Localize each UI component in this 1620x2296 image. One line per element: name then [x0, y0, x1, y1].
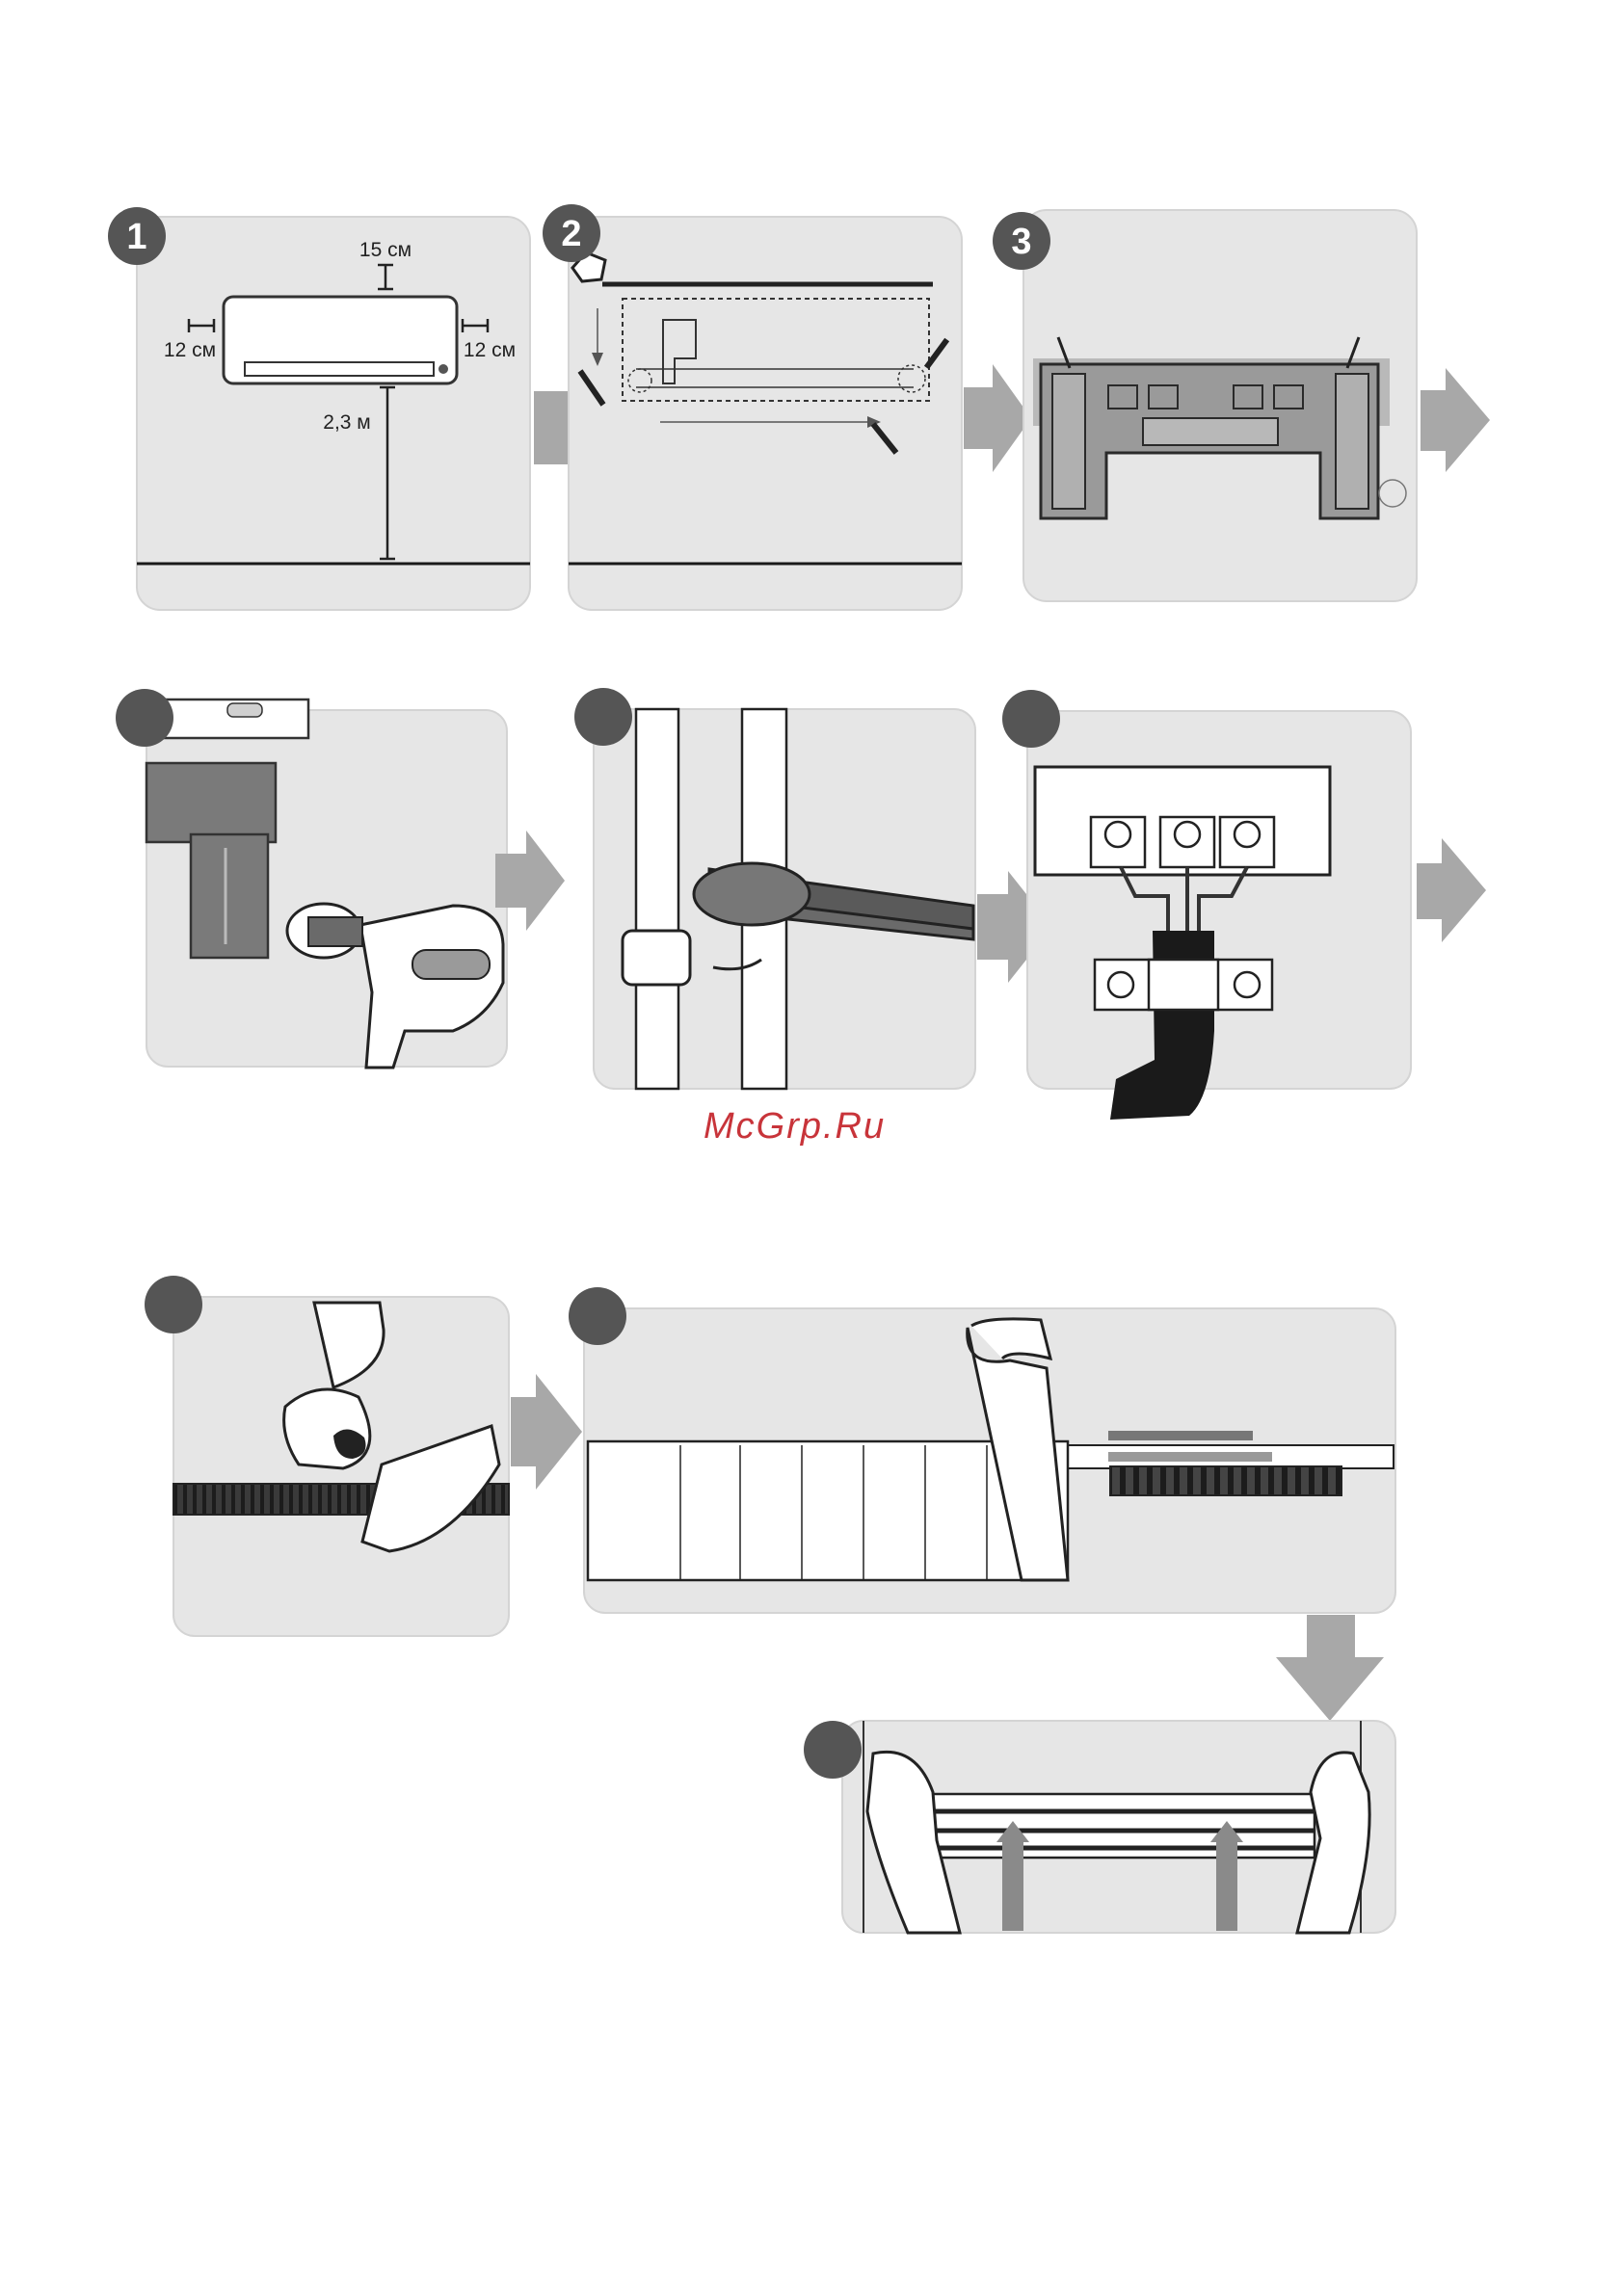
arrow-step-7-to-8	[511, 1374, 582, 1490]
step-badge-8	[569, 1287, 626, 1345]
step-badge-1: 1	[108, 207, 166, 265]
arrow-step-6-to-7	[1417, 838, 1486, 942]
step-badge-6	[1002, 690, 1060, 748]
panel-step-7	[173, 1297, 509, 1636]
panel-step-8	[584, 1308, 1395, 1613]
arrow-step-8-to-9	[1276, 1615, 1384, 1721]
step-number-2: 2	[561, 214, 581, 254]
step-badge-9	[804, 1721, 862, 1779]
top-clearance-label: 15 см	[359, 239, 412, 261]
panel-step-4	[146, 699, 507, 1068]
right-clearance-label: 12 см	[464, 339, 516, 361]
step-badge-4	[116, 689, 173, 747]
step-badge-7	[145, 1276, 202, 1333]
panel-step-2	[569, 217, 962, 610]
left-clearance-label: 12 см	[164, 339, 216, 361]
step-badge-3: 3	[993, 212, 1050, 270]
panel-step-1: 15 см 12 см 12 см 2,3 м	[137, 217, 530, 610]
step-number-1: 1	[126, 217, 146, 257]
step-badge-5	[574, 688, 632, 746]
panel-step-5	[594, 709, 975, 1089]
panel-step-6	[1027, 711, 1411, 1120]
panel-step-9	[842, 1721, 1395, 1933]
floor-height-label: 2,3 м	[323, 411, 370, 434]
arrow-step-2-to-3	[964, 364, 1031, 472]
step-badge-2: 2	[543, 204, 600, 262]
step-number-3: 3	[1011, 222, 1031, 262]
panel-step-3	[1023, 210, 1417, 601]
arrow-step-3-to-4	[1421, 368, 1490, 472]
